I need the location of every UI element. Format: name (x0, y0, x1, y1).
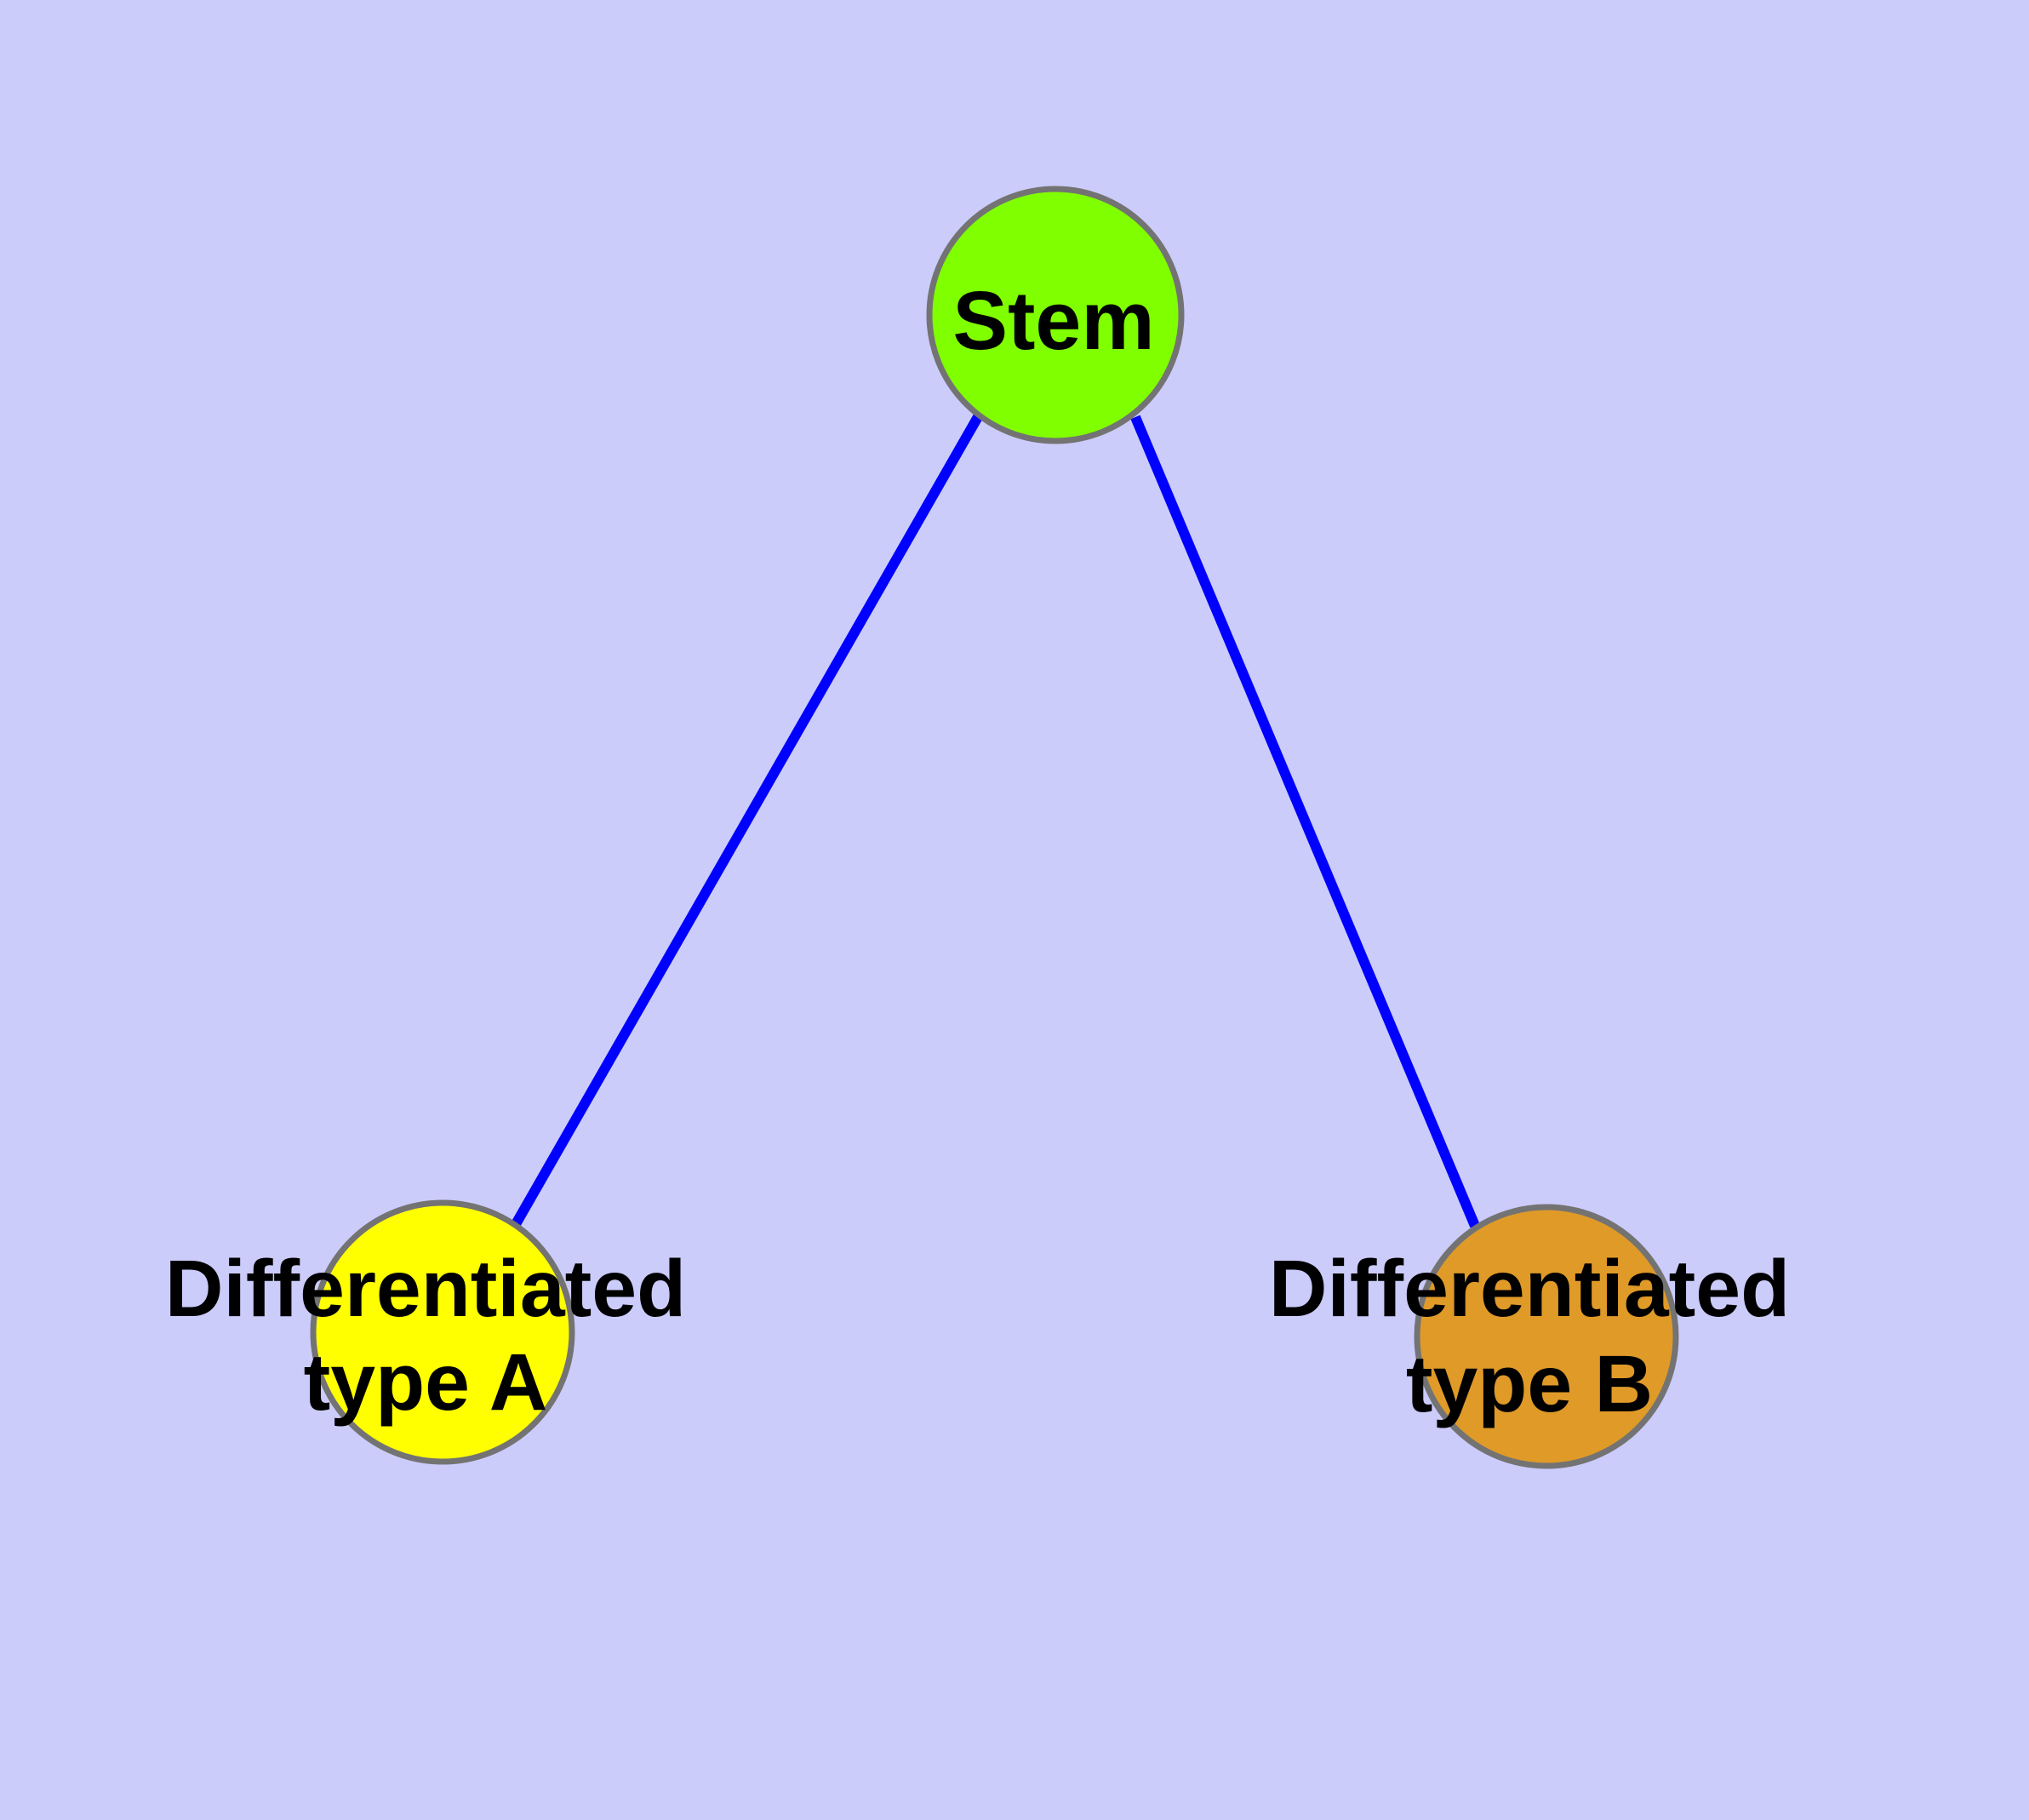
label-layer: Stem Differentiated type A Differentiate… (165, 274, 1790, 1429)
node-stem[interactable] (926, 186, 1185, 444)
node-diff-a[interactable] (310, 1199, 575, 1465)
node-label-diff-b-line2: type B (1406, 1339, 1653, 1429)
edge-layer (511, 413, 1480, 1228)
node-label-diff-a-line2: type A (304, 1337, 548, 1428)
edge-stem-to-diff-a[interactable] (511, 413, 984, 1227)
node-diff-b[interactable] (1414, 1204, 1679, 1469)
node-label-stem: Stem (952, 274, 1154, 367)
node-label-diff-a-line1: Differentiated (165, 1244, 686, 1334)
node-layer (310, 186, 1679, 1469)
node-label-diff-b-line1: Differentiated (1269, 1244, 1790, 1334)
edge-stem-to-diff-b[interactable] (1130, 415, 1480, 1228)
